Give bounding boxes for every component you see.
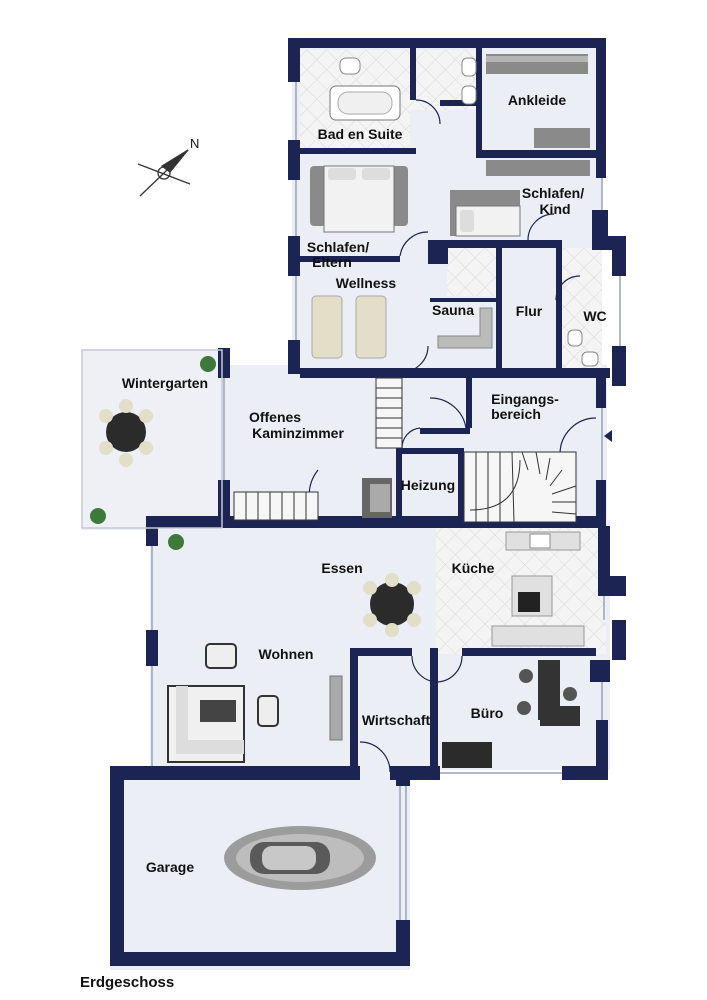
room-label-garage: Garage: [146, 859, 194, 875]
room-label-eingang-1: Eingangs-: [491, 391, 559, 407]
room-label-kaminzimmer-1: Offenes: [249, 409, 301, 425]
floor-areas: [82, 42, 610, 970]
window-lines: [81, 82, 621, 920]
room-label-wirtschaft: Wirtschaft: [362, 712, 431, 728]
room-label-kueche: Küche: [452, 560, 495, 576]
room-label-schlafen-kind-1: Schlafen/: [522, 185, 584, 201]
room-label-wintergarten: Wintergarten: [122, 375, 208, 391]
room-label-wellness: Wellness: [336, 275, 397, 291]
room-label-buero: Büro: [471, 705, 504, 721]
compass-label: N: [190, 136, 199, 151]
room-label-schlafen-kind-2: Kind: [539, 201, 570, 217]
stairs: [233, 377, 577, 523]
room-label-wohnen: Wohnen: [259, 646, 314, 662]
walls: [110, 38, 626, 966]
room-label-ankleide: Ankleide: [508, 92, 567, 108]
room-label-flur: Flur: [516, 303, 543, 319]
room-label-eingang-2: bereich: [491, 406, 541, 422]
room-label-essen: Essen: [321, 560, 362, 576]
room-label-schlafen-eltern-2: Eltern: [312, 254, 352, 270]
entrance-arrow-icon: [604, 430, 612, 442]
furniture: [90, 54, 599, 768]
room-label-schlafen-eltern-1: Schlafen/: [307, 239, 369, 255]
room-labels: Bad en Suite Ankleide Schlafen/ Kind Sch…: [122, 92, 607, 875]
room-label-wc: WC: [583, 308, 606, 324]
room-label-heizung: Heizung: [401, 477, 455, 493]
room-label-bad: Bad en Suite: [318, 126, 403, 142]
room-label-kaminzimmer-2: Kaminzimmer: [252, 425, 344, 441]
room-label-sauna: Sauna: [432, 302, 474, 318]
floor-name: Erdgeschoss: [80, 974, 174, 991]
north-arrow-icon: [137, 149, 191, 197]
car-icon: [224, 826, 376, 890]
